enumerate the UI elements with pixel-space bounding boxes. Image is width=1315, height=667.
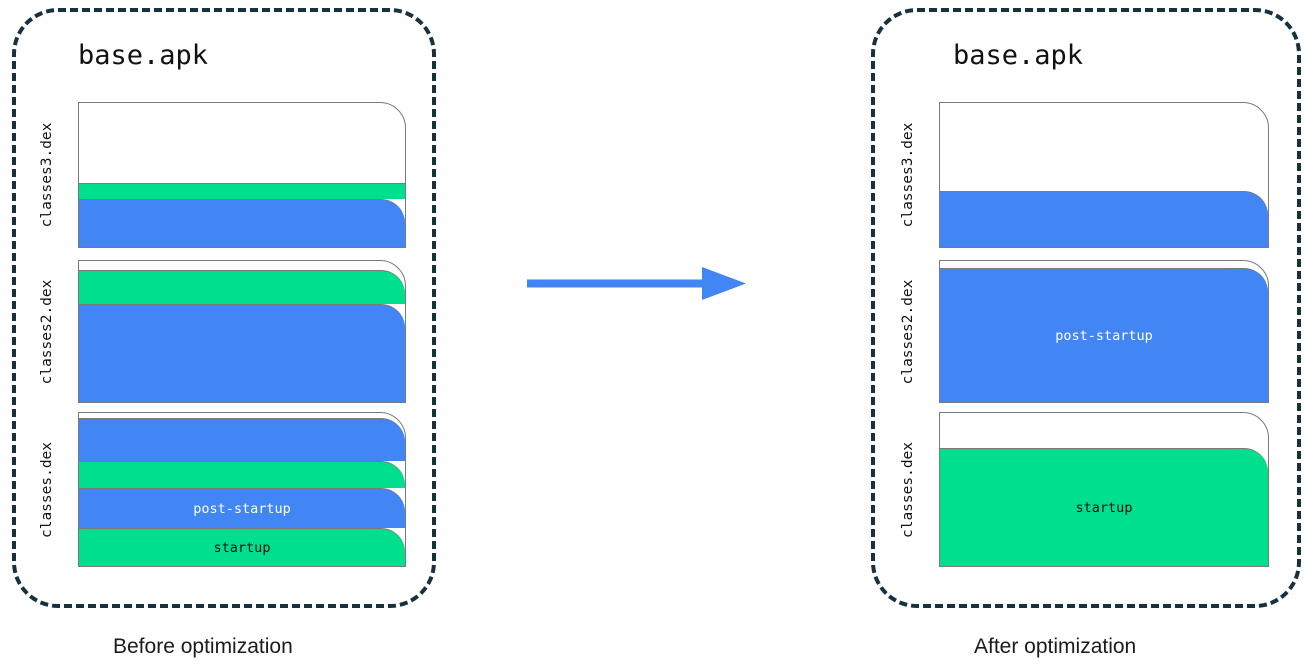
dex-group-classes2-after: classes2.dex post-startup: [897, 260, 1269, 403]
caption-after: After optimization: [974, 635, 1137, 658]
transition-arrow: [520, 262, 760, 306]
dex-box-classes2-before: [78, 260, 406, 403]
layer-post-startup: [79, 304, 405, 402]
layer-post-startup-labeled: post-startup: [940, 268, 1268, 402]
dex-label-classes-before: classes.dex: [39, 441, 55, 538]
dex-label-slot: classes.dex: [36, 412, 58, 567]
layer-post-startup: [79, 199, 405, 247]
layer-startup-labeled: startup: [940, 448, 1268, 566]
dex-group-classes3-before: classes3.dex: [36, 102, 406, 248]
layer-label-post-startup: post-startup: [1055, 327, 1153, 344]
layer-startup-labeled: startup: [79, 528, 405, 566]
dex-label-slot: classes.dex: [897, 412, 919, 567]
caption-before: Before optimization: [113, 635, 293, 658]
apk-title-before: base.apk: [78, 40, 209, 71]
layer-label-post-startup: post-startup: [193, 500, 291, 517]
dex-label-classes-after: classes.dex: [900, 441, 916, 538]
apk-title-after: base.apk: [953, 40, 1084, 71]
layer-startup: [79, 270, 405, 304]
dex-label-slot: classes3.dex: [36, 102, 58, 248]
right-arrow-icon: [527, 267, 746, 300]
dex-group-classes-before: classes.dex startup post-startup: [36, 412, 406, 567]
dex-label-slot: classes2.dex: [897, 260, 919, 403]
apk-panel-before: base.apk classes3.dex classes2.dex: [12, 8, 436, 608]
dex-box-classes3-before: [78, 102, 406, 248]
dex-group-classes3-after: classes3.dex: [897, 102, 1269, 248]
dex-box-classes-before: startup post-startup: [78, 412, 406, 567]
layer-post-startup: [940, 191, 1268, 247]
dex-label-classes2-after: classes2.dex: [900, 279, 916, 384]
dex-label-slot: classes3.dex: [897, 102, 919, 248]
layer-post-startup-labeled: post-startup: [79, 488, 405, 528]
dex-label-classes2-before: classes2.dex: [39, 279, 55, 384]
layer-startup: [79, 183, 405, 199]
layer-label-startup: startup: [213, 539, 271, 556]
dex-group-classes-after: classes.dex startup: [897, 412, 1269, 567]
dex-box-classes-after: startup: [939, 412, 1269, 567]
dex-label-classes3-before: classes3.dex: [39, 122, 55, 228]
dex-box-classes2-after: post-startup: [939, 260, 1269, 403]
dex-box-classes3-after: [939, 102, 1269, 248]
layer-label-startup: startup: [1075, 499, 1133, 516]
layer-post-startup: [79, 418, 405, 461]
dex-group-classes2-before: classes2.dex: [36, 260, 406, 403]
layer-startup: [79, 461, 405, 488]
dex-label-classes3-after: classes3.dex: [900, 122, 916, 228]
dex-label-slot: classes2.dex: [36, 260, 58, 403]
apk-panel-after: base.apk classes3.dex classes2.dex post-…: [871, 8, 1301, 608]
